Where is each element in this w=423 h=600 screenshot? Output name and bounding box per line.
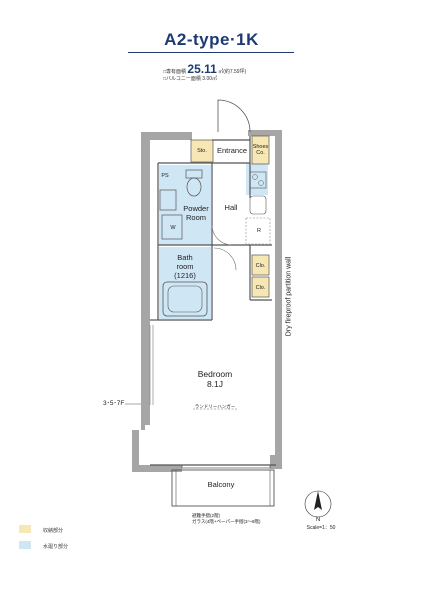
window-sash: [181, 464, 271, 469]
shoes-closet-fill: [252, 136, 269, 164]
bathroom-fill: [159, 247, 211, 319]
area-value: 25.11: [187, 62, 217, 76]
hall-label: Hall: [224, 203, 238, 212]
dry-wall-label: Dry fireproof partition wall: [285, 256, 293, 337]
closet-2-label: Clo.: [255, 285, 266, 291]
closet-1-fill: [252, 255, 269, 275]
entrance-wall-right: [248, 130, 282, 136]
laundry-hanger-label: ランドリーハンガー: [194, 404, 236, 409]
closet-1: [251, 254, 270, 276]
right-wall: [275, 130, 282, 465]
legend-water-swatch: [19, 541, 31, 549]
legend-storage-label: 収納部分: [43, 528, 64, 534]
kitchen-fill: [246, 163, 268, 195]
r-label: R: [257, 228, 261, 234]
entrance-label: Entrance: [216, 146, 248, 155]
closet-1-label: Clo.: [255, 263, 266, 269]
compass-n-label: N: [315, 517, 321, 523]
balcony-area: □バルコニー面積 3.00㎡: [163, 76, 218, 82]
bathtub-inner: [167, 285, 203, 313]
fridge-space: [245, 217, 271, 245]
bathtub: [162, 281, 208, 317]
closet-2: [251, 276, 270, 298]
ps-label: PS: [161, 173, 169, 179]
washbasin: [159, 189, 177, 211]
scale-label: Scale=1：50: [306, 525, 336, 531]
area-label: □専有面積: [163, 69, 187, 75]
legend-water-label: 水廻り部分: [43, 544, 69, 550]
entrance-wall-left: [186, 132, 192, 140]
closet-2-fill: [252, 277, 269, 297]
page-title: A2-type·1K: [164, 30, 259, 49]
powder-door-swing: [211, 224, 233, 246]
left-wall-inner: [143, 140, 150, 320]
balcony-outline: [171, 469, 275, 507]
entrance-door-swing: [217, 99, 251, 133]
kitchen-sink: [249, 195, 267, 215]
title-block: A2-type·1K: [0, 30, 423, 50]
right-wall-end: [270, 455, 282, 469]
legend-storage-swatch: [19, 525, 31, 533]
w-label: W: [170, 225, 176, 231]
stove: [249, 171, 267, 189]
sto-closet: [190, 139, 214, 163]
shoes-closet: [251, 135, 270, 165]
sto-label: Sto.: [197, 148, 207, 154]
title-rule: [128, 52, 294, 53]
area-line: □専有面積 25.11 ㎡(約7.59坪): [163, 62, 246, 76]
balcony-label: Balcony: [207, 480, 235, 489]
toilet-bowl: [186, 177, 202, 197]
bath-door-swing: [213, 247, 237, 271]
compass-icon: [304, 490, 332, 518]
sto-fill: [191, 140, 213, 162]
balcony-note: 避難手摺(2階)ガラス(4階+ペーパー手摺(3～8階): [192, 513, 261, 524]
area-unit: ㎡(約7.59坪): [218, 69, 247, 75]
burner-1: [252, 174, 258, 180]
burner-2: [258, 180, 264, 186]
washing-machine: [161, 214, 183, 240]
floors-label: 3･5･7F: [103, 400, 125, 407]
